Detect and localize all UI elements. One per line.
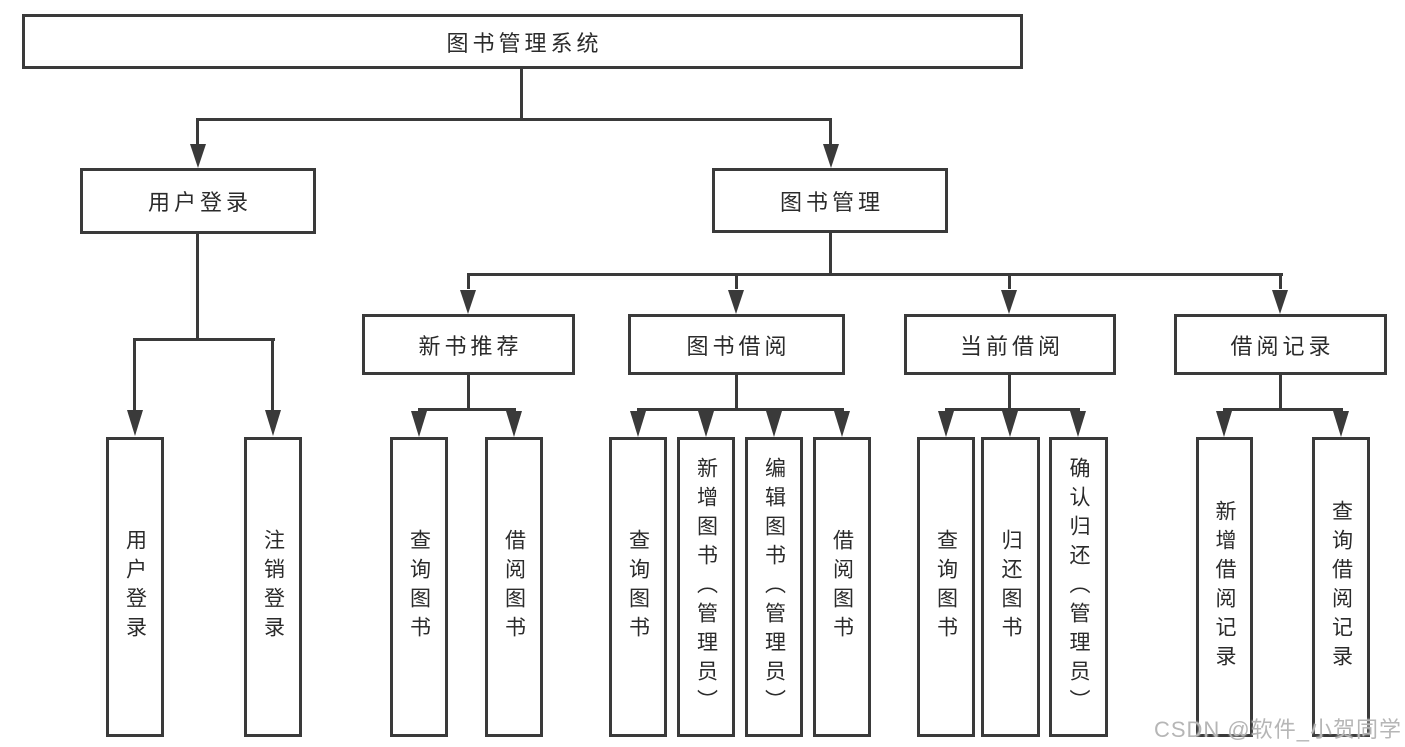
leaf-confirm-return-admin: 确认归还（管理员） — [1049, 437, 1108, 737]
leaf-label: 新增图书（管理员） — [694, 456, 718, 718]
arrow-down-icon — [823, 144, 839, 168]
leaf-query-borrow-record: 查询借阅记录 — [1312, 437, 1370, 737]
arrow-down-icon — [938, 411, 954, 437]
leaf-borrow-books: 借阅图书 — [813, 437, 871, 737]
arrow-down-icon — [190, 144, 206, 168]
leaf-label: 确认归还（管理员） — [1067, 456, 1091, 718]
node-label: 新书推荐 — [418, 333, 523, 359]
leaf-label: 查询图书 — [407, 529, 431, 645]
node-user-login: 用户登录 — [80, 168, 316, 234]
connector-group-hbar — [637, 408, 844, 411]
leaf-label: 查询图书 — [626, 529, 650, 645]
connector-group-stem — [735, 375, 738, 411]
arrow-down-icon — [1216, 411, 1232, 437]
connector-book-management-stem — [829, 233, 832, 276]
node-current-borrow: 当前借阅 — [904, 314, 1116, 375]
connector-user-login-hbar — [133, 338, 275, 341]
leaf-label: 查询借阅记录 — [1329, 500, 1353, 674]
connector-group-stem — [1008, 375, 1011, 411]
connector-group-drop — [1008, 273, 1011, 289]
leaf-label: 新增借阅记录 — [1213, 500, 1237, 674]
node-label: 图书借阅 — [686, 333, 791, 359]
leaf-label: 注销登录 — [261, 529, 285, 645]
leaf-query-books-borrow: 查询图书 — [609, 437, 667, 737]
leaf-borrow-books-recommend: 借阅图书 — [485, 437, 543, 737]
node-new-book-recommend: 新书推荐 — [362, 314, 575, 375]
leaf-label: 借阅图书 — [830, 529, 854, 645]
connector-group-stem — [467, 375, 470, 411]
node-book-management-label: 图书管理 — [779, 189, 884, 215]
connector-book-management-drop — [829, 118, 832, 148]
arrow-down-icon — [411, 411, 427, 437]
leaf-edit-book-admin: 编辑图书（管理员） — [745, 437, 803, 737]
arrow-down-icon — [506, 411, 522, 437]
arrow-down-icon — [1070, 411, 1086, 437]
node-user-login-label: 用户登录 — [147, 190, 252, 215]
watermark: CSDN @软件_小贺同学 — [1153, 717, 1402, 742]
leaf-logout: 注销登录 — [244, 437, 302, 737]
leaf-label: 归还图书 — [999, 529, 1023, 645]
node-borrow-records: 借阅记录 — [1174, 314, 1387, 375]
leaf-label: 查询图书 — [934, 529, 958, 645]
leaf-return-book: 归还图书 — [981, 437, 1040, 737]
connector-leaf-drop — [133, 338, 136, 410]
arrow-down-icon — [460, 290, 476, 314]
leaf-label: 编辑图书（管理员） — [762, 456, 786, 718]
connector-root-hbar — [196, 118, 832, 121]
connector-group-hbar — [945, 408, 1080, 411]
connector-user-login-stem — [196, 234, 199, 341]
connector-book-management-hbar — [467, 273, 1283, 276]
node-label: 当前借阅 — [959, 333, 1064, 359]
node-book-management: 图书管理 — [712, 168, 948, 233]
connector-root-stem — [520, 69, 523, 121]
connector-group-stem — [1279, 375, 1282, 411]
arrow-down-icon — [1002, 411, 1018, 437]
connector-group-hbar — [418, 408, 516, 411]
node-book-borrow: 图书借阅 — [628, 314, 845, 375]
leaf-query-books-recommend: 查询图书 — [390, 437, 448, 737]
arrow-down-icon — [834, 411, 850, 437]
arrow-down-icon — [127, 410, 143, 436]
arrow-down-icon — [698, 411, 714, 437]
connector-group-drop — [735, 273, 738, 289]
arrow-down-icon — [766, 411, 782, 437]
leaf-user-login: 用户登录 — [106, 437, 164, 737]
arrow-down-icon — [265, 410, 281, 436]
arrow-down-icon — [630, 411, 646, 437]
node-root: 图书管理系统 — [22, 14, 1023, 69]
connector-group-hbar — [1223, 408, 1343, 411]
node-label: 借阅记录 — [1230, 333, 1335, 359]
leaf-add-book-admin: 新增图书（管理员） — [677, 437, 735, 737]
arrow-down-icon — [1333, 411, 1349, 437]
connector-leaf-drop — [271, 338, 274, 410]
arrow-down-icon — [1001, 290, 1017, 314]
leaf-label: 用户登录 — [123, 529, 147, 645]
arrow-down-icon — [728, 290, 744, 314]
arrow-down-icon — [1272, 290, 1288, 314]
leaf-label: 借阅图书 — [502, 529, 526, 645]
connector-group-drop — [467, 273, 470, 289]
node-root-label: 图书管理系统 — [446, 30, 603, 56]
leaf-add-borrow-record: 新增借阅记录 — [1196, 437, 1253, 737]
connector-group-drop — [1279, 273, 1282, 289]
connector-user-login-drop — [196, 118, 199, 148]
leaf-query-books-current: 查询图书 — [917, 437, 975, 737]
